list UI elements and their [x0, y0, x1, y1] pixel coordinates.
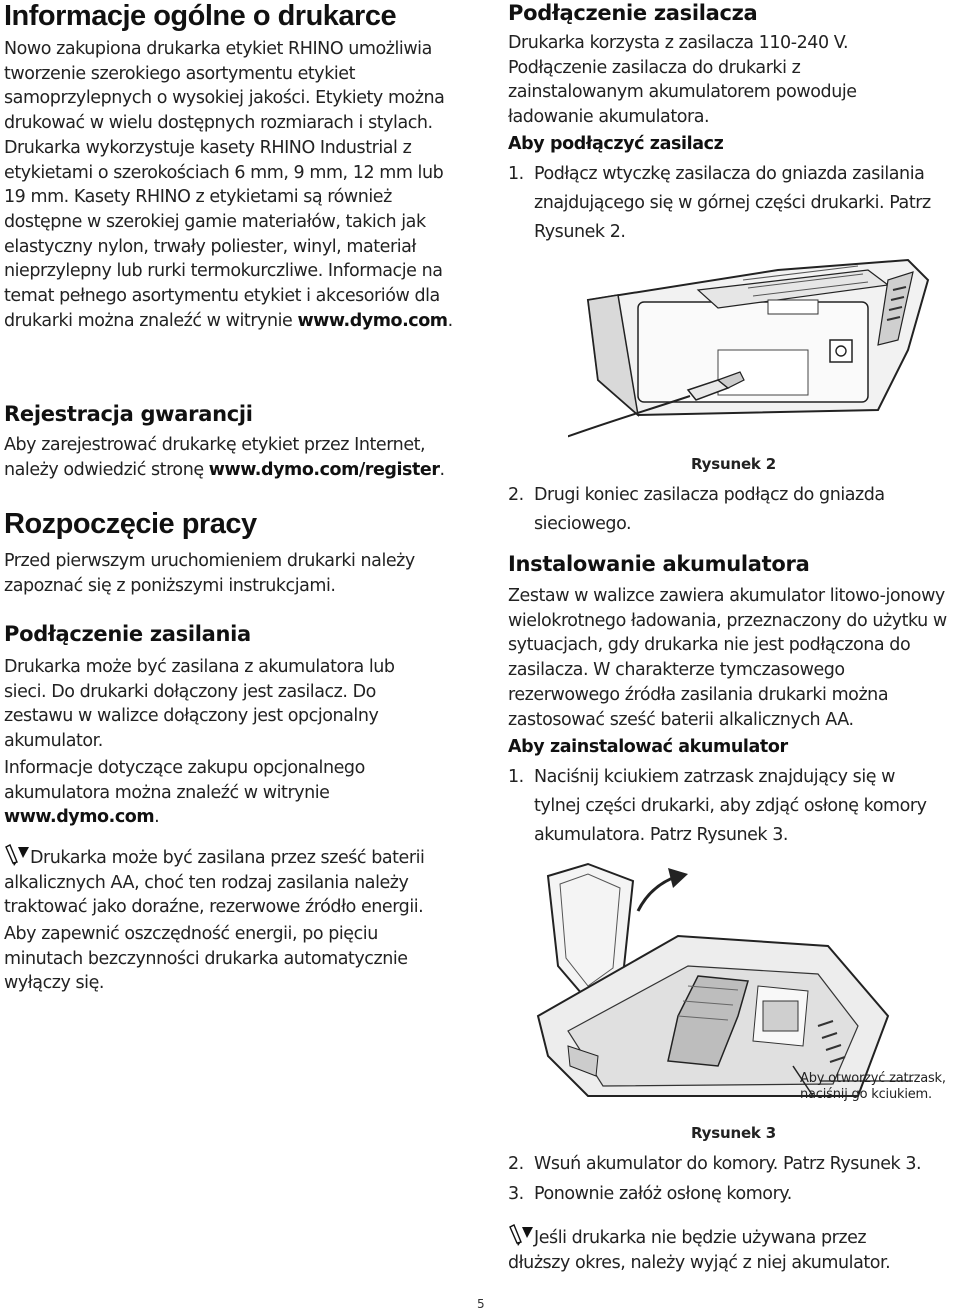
subheading-connect-adapter: Aby podłączyć zasilacz [508, 134, 724, 154]
caption-figure-3: Rysunek 3 [691, 1124, 776, 1142]
heading-adapter: Podłączenie zasilacza [508, 1, 758, 25]
paragraph-power-save: Aby zapewnić oszczędność energii, po pię… [4, 924, 408, 994]
step-adapter-1: 1. Podłącz wtyczkę zasilacza do gniazda … [508, 164, 931, 242]
figure-battery-cover [536, 862, 913, 1097]
paragraph-adapter: Drukarka korzysta z zasilacza 110-240 V.… [508, 33, 857, 128]
heading-printer-info: Informacje ogólne o drukarce [4, 0, 397, 32]
step-battery-2: 2. Wsuń akumulator do komory. Patrz Rysu… [508, 1154, 922, 1174]
link-register[interactable]: www.dymo.com/register [208, 459, 440, 480]
page-number: 5 [477, 1297, 485, 1311]
paragraph-printer-info: Nowo zakupiona drukarka etykiet RHINO um… [4, 39, 453, 331]
figure-printer-adapter [568, 258, 930, 438]
callout-latch: Aby otworzyć zatrzask, naciśnij go kciuk… [800, 1071, 946, 1102]
heading-warranty: Rejestracja gwarancji [4, 402, 253, 426]
heading-power: Podłączenie zasilania [4, 622, 251, 646]
step-battery-3: 3. Ponownie załóż osłonę komory. [508, 1184, 792, 1204]
paragraph-power: Drukarka może być zasilana z akumulatora… [4, 657, 395, 752]
link-dymo-2[interactable]: www.dymo.com [4, 807, 155, 828]
caption-figure-2: Rysunek 2 [691, 455, 776, 473]
note-alkaline: Drukarka może być zasilana przez sześć b… [4, 844, 466, 920]
link-dymo[interactable]: www.dymo.com [297, 310, 448, 331]
note-pencil-icon [509, 1224, 533, 1246]
paragraph-power-buy: Informacje dotyczące zakupu opcjonalnego… [4, 758, 365, 828]
paragraph-getting-started: Przed pierwszym uruchomieniem drukarki n… [4, 551, 415, 596]
step-battery-1: 1. Naciśnij kciukiem zatrzask znajdujący… [508, 767, 927, 845]
note-pencil-icon [5, 844, 29, 866]
heading-battery: Instalowanie akumulatora [508, 552, 810, 576]
paragraph-warranty: Aby zarejestrować drukarkę etykiet przez… [4, 435, 445, 480]
subheading-install-battery: Aby zainstalować akumulator [508, 737, 788, 757]
paragraph-battery: Zestaw w walizce zawiera akumulator lito… [508, 586, 947, 730]
step-adapter-2: 2. Drugi koniec zasilacza podłącz do gni… [508, 485, 885, 534]
note-battery-storage: Jeśli drukarka nie będzie używana przez … [508, 1224, 918, 1275]
heading-getting-started: Rozpoczęcie pracy [4, 508, 257, 540]
